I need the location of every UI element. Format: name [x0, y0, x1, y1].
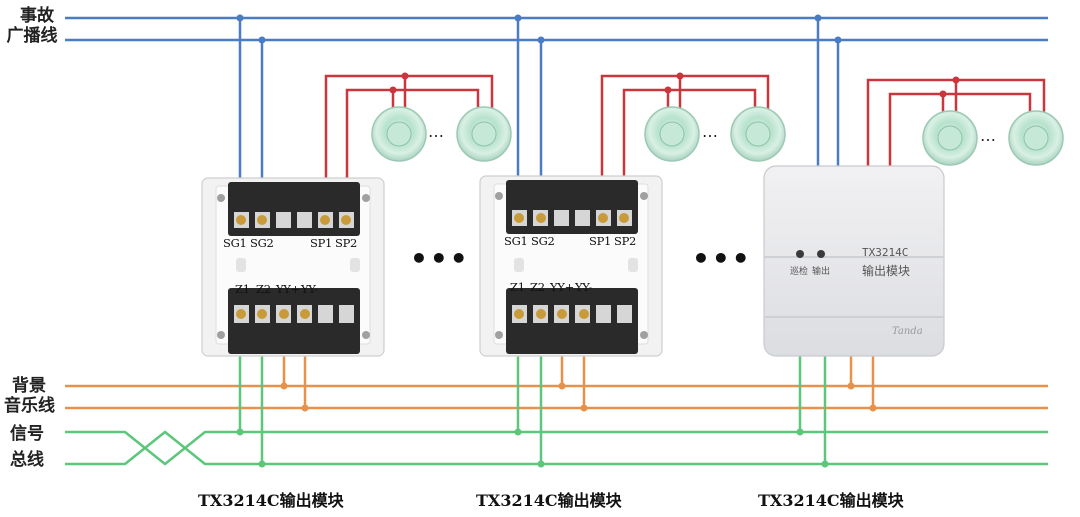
- speaker-dots-1: …: [428, 122, 444, 141]
- speaker-group-3: [922, 110, 1064, 166]
- module-1-label-sp2: SP2: [335, 236, 358, 250]
- signal-line-2: [65, 430, 1048, 466]
- module-1-label-yy-plus: YY+: [276, 282, 300, 296]
- module-1-label-sg1: SG1: [223, 236, 247, 250]
- cover-name-text: 输出模块: [862, 264, 911, 278]
- module-2-label-sp1: SP1: [589, 234, 612, 248]
- module-1-label-sp1: SP1: [310, 236, 333, 250]
- speaker-dots-3: …: [980, 126, 996, 145]
- cover-led-2-label: 输出: [812, 267, 831, 277]
- cover-brand-text: Tanda: [892, 326, 923, 337]
- module-2-label-yy-plus: YY+: [550, 280, 574, 294]
- module-3-caption: TX3214C输出模块: [758, 491, 904, 510]
- cover-model-text: TX3214C: [862, 246, 909, 259]
- background-label-line-2: 音乐线: [4, 396, 55, 416]
- signal-label-line-2: 总线: [10, 450, 44, 470]
- module-2-label-sp2: SP2: [614, 234, 637, 248]
- emergency-label-line-1: 事故: [20, 6, 54, 26]
- module-2-label-z1: Z1: [510, 280, 525, 294]
- ellipsis-2: •••: [692, 242, 752, 275]
- speaker-group-2: [644, 106, 786, 162]
- signal-bus-label: 信号 总线: [10, 424, 44, 470]
- ellipsis-1: •••: [410, 242, 470, 275]
- cover-led-1-label: 巡检: [790, 267, 809, 277]
- module-2-label-sg1: SG1: [504, 234, 528, 248]
- speaker-dots-2: …: [702, 122, 718, 141]
- background-label-line-1: 背景: [12, 376, 46, 396]
- background-music-label: 背景 音乐线: [4, 376, 55, 416]
- module-2-caption: TX3214C输出模块: [476, 491, 622, 510]
- module-2-label-yy-minus: YY-: [575, 280, 592, 294]
- signal-label-line-1: 信号: [10, 424, 44, 444]
- emergency-line-label: 事故 广播线: [7, 6, 60, 46]
- module-3-wiring: [796, 14, 1046, 468]
- module-1-body: [201, 177, 385, 357]
- module-1-label-z1: Z1: [235, 282, 250, 296]
- module-1-label-yy-minus: YY-: [301, 282, 318, 296]
- speaker-group-1: [371, 106, 512, 162]
- module-1-caption: TX3214C输出模块: [198, 491, 344, 510]
- module-2-body: [479, 175, 663, 357]
- module-1-label-sg2: SG2: [250, 236, 274, 250]
- emergency-label-line-2: 广播线: [6, 26, 58, 46]
- module-1-wiring: [236, 14, 494, 468]
- module-2-label-sg2: SG2: [531, 234, 555, 248]
- module-3-cover: [763, 165, 945, 357]
- module-1-label-z2: Z2: [256, 282, 271, 296]
- module-2-label-z2: Z2: [530, 280, 545, 294]
- signal-line-1: [65, 430, 1048, 466]
